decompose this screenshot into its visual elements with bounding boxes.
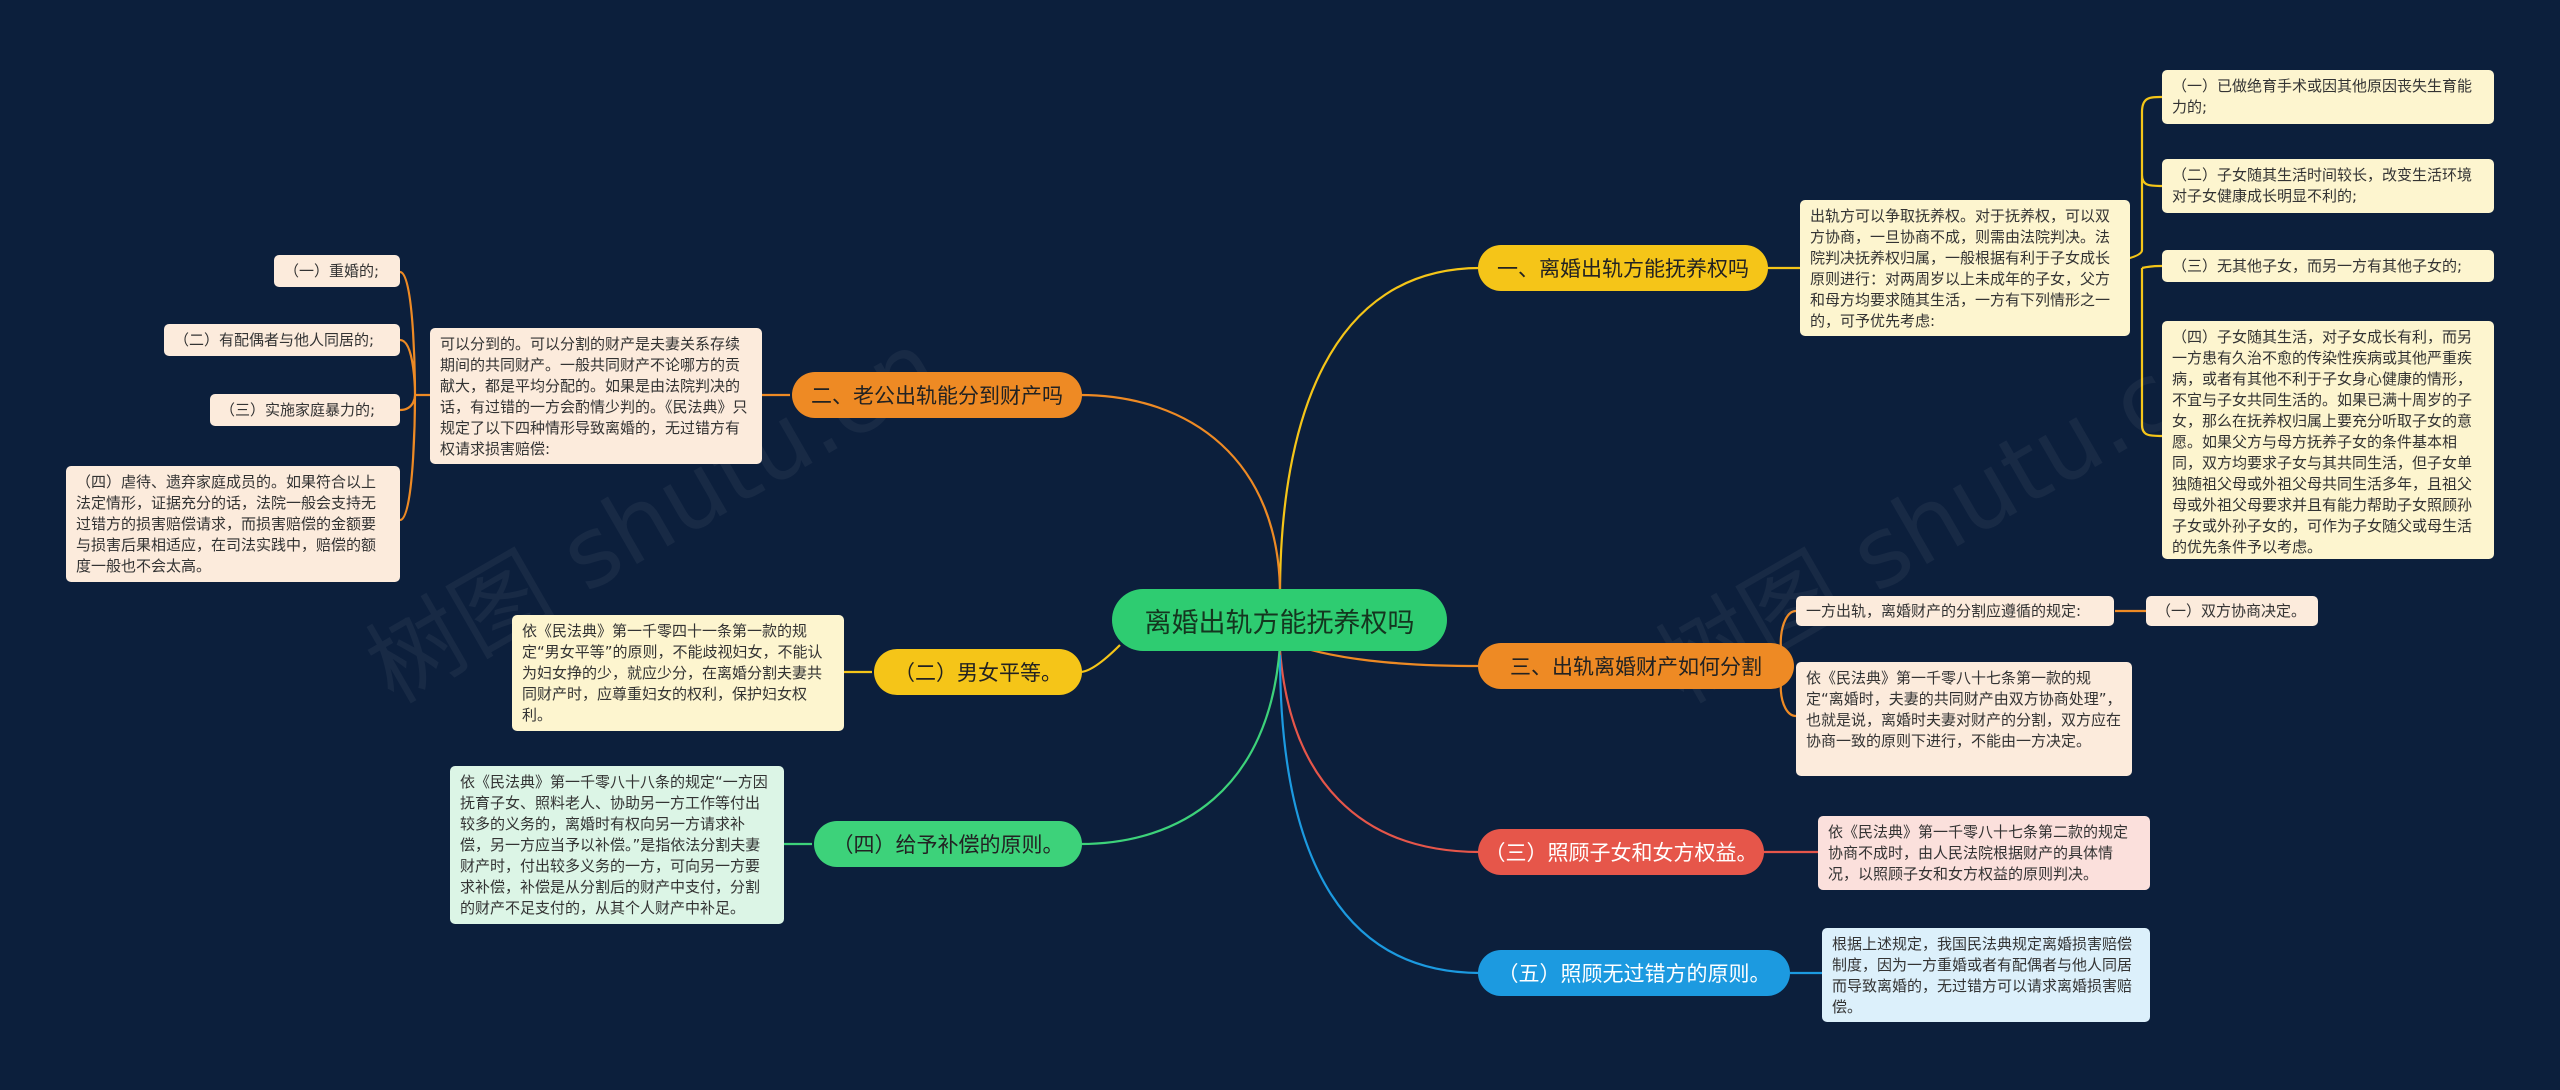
custody-item-note: （三）无其他子女，而另一方有其他子女的; xyxy=(2162,250,2494,282)
custody-item-note: （四）子女随其生活，对子女成长有利，而另一方患有久治不愈的传染性疾病或其他严重疾… xyxy=(2162,321,2494,559)
link-root-custody xyxy=(1278,266,1481,596)
branch-property[interactable]: 三、出轨离婚财产如何分割 xyxy=(1478,643,1794,689)
branch-care[interactable]: （三）照顾子女和女方权益。 xyxy=(1478,829,1764,875)
branch-custody[interactable]: 一、离婚出轨方能抚养权吗 xyxy=(1478,245,1768,291)
compensation-item-note: （一）重婚的; xyxy=(274,255,400,287)
property-rule-item-note: （一）双方协商决定。 xyxy=(2146,596,2318,626)
link-root-care xyxy=(1278,649,1481,854)
fault-detail-note: 根据上述规定，我国民法典规定离婚损害赔偿制度，因为一方重婚或者有配偶者与他人同居… xyxy=(1822,928,2150,1022)
branch-equality[interactable]: （二）男女平等。 xyxy=(874,649,1082,695)
compensation-detail-note: 可以分到的。可以分割的财产是夫妻关系存续期间的共同财产。一般共同财产不论哪方的贡… xyxy=(430,328,762,464)
link-root-fault xyxy=(1278,654,1481,975)
custody-detail-note: 出轨方可以争取抚养权。对于抚养权，可以双方协商，一旦协商不成，则需由法院判决。法… xyxy=(1800,200,2130,336)
link-custody-items xyxy=(1977,95,2163,438)
link-root-support xyxy=(1079,644,1282,846)
property-detail-note: 依《民法典》第一千零八十七条第一款的规定“离婚时，夫妻的共同财产由双方协商处理”… xyxy=(1796,662,2132,776)
branch-support[interactable]: （四）给予补偿的原则。 xyxy=(814,821,1082,867)
branch-compensation[interactable]: 二、老公出轨能分到财产吗 xyxy=(792,372,1082,418)
branch-fault[interactable]: （五）照顾无过错方的原则。 xyxy=(1478,950,1790,996)
compensation-item-note: （三）实施家庭暴力的; xyxy=(210,394,400,426)
compensation-item-note: （四）虐待、遗弃家庭成员的。如果符合以上法定情形，证据充分的话，法院一般会支持无… xyxy=(66,466,400,582)
link-compensation-items xyxy=(399,270,430,522)
root-topic[interactable]: 离婚出轨方能抚养权吗 xyxy=(1112,589,1447,651)
property-rule-note: 一方出轨，离婚财产的分割应遵循的规定: xyxy=(1796,596,2114,626)
link-root-compensation xyxy=(1079,393,1282,596)
care-detail-note: 依《民法典》第一千零八十七条第二款的规定协商不成时，由人民法院根据财产的具体情况… xyxy=(1818,816,2150,890)
link-root-equality xyxy=(1079,644,1121,674)
custody-item-note: （二）子女随其生活时间较长，改变生活环境对子女健康成长明显不利的; xyxy=(2162,159,2494,213)
custody-item-note: （一）已做绝育手术或因其他原因丧失生育能力的; xyxy=(2162,70,2494,124)
support-detail-note: 依《民法典》第一千零八十八条的规定“一方因抚育子女、照料老人、协助另一方工作等付… xyxy=(450,766,784,924)
equality-detail-note: 依《民法典》第一千零四十一条第一款的规定“男女平等”的原则，不能歧视妇女，不能认… xyxy=(512,615,844,731)
compensation-item-note: （二）有配偶者与他人同居的; xyxy=(164,324,400,356)
